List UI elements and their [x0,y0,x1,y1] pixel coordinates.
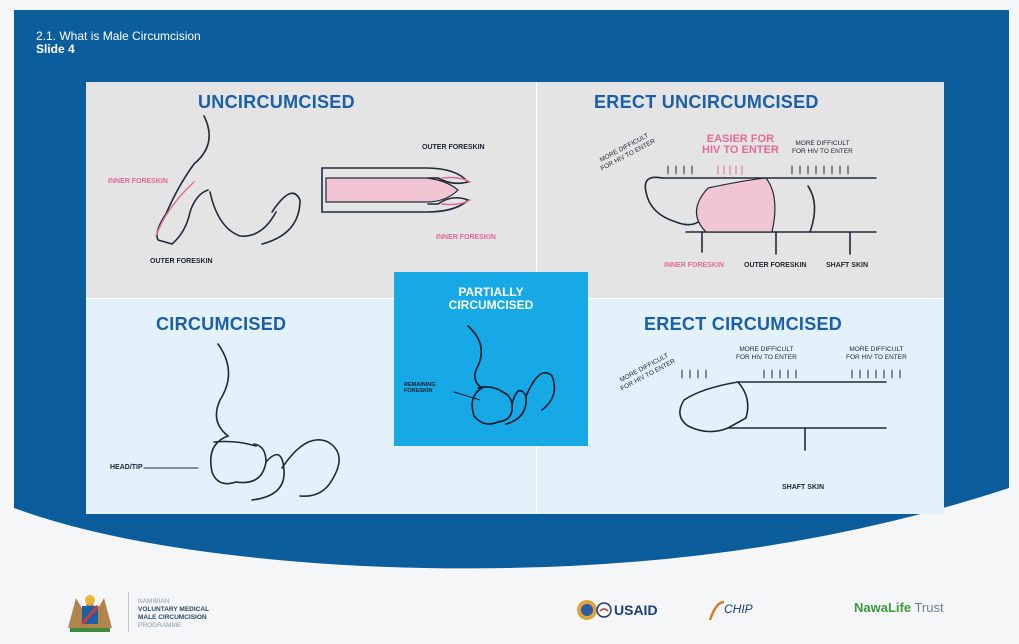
label-shaft-skin-br: SHAFT SKIN [782,484,824,491]
label-inner-foreskin-tr: INNER FORESKIN [664,262,724,269]
illustration-panel: UNCIRCUMCISED ERECT UNCIRCUMCISED CIRCUM… [86,82,944,514]
title-circumcised: CIRCUMCISED [156,314,286,335]
title-uncircumcised: UNCIRCUMCISED [198,92,355,113]
label-outer-foreskin-bottom: OUTER FORESKIN [150,258,213,265]
nawalife-trust-logo: NawaLife Trust [854,600,944,615]
label-outer-foreskin-tr: OUTER FORESKIN [744,262,807,269]
slide-number: Slide 4 [36,43,201,56]
chip-logo: CHIP [724,602,753,616]
usaid-seal-icon [596,602,612,618]
label-more-difficult-br3: MORE DIFFICULT FOR HIV TO ENTER [846,346,907,362]
namibia-crest-icon [62,588,118,636]
label-inner-foreskin-right: INNER FORESKIN [436,234,496,241]
label-outer-foreskin-right: OUTER FORESKIN [422,144,485,151]
title-erect-circumcised: ERECT CIRCUMCISED [644,314,842,335]
label-more-difficult-tr2: MORE DIFFICULT FOR HIV TO ENTER [792,140,853,156]
usaid-logo: USAID [614,602,658,618]
programme-name: NAMIBIAN VOLUNTARY MEDICAL MALE CIRCUMCI… [138,598,209,630]
label-remaining-foreskin: REMAINING FORESKIN [404,382,435,394]
partially-circumcised-box: PARTIALLY CIRCUMCISED REMAINING FORESKIN [394,272,588,446]
title-erect-uncircumcised: ERECT UNCIRCUMCISED [594,92,819,113]
label-shaft-skin-tr: SHAFT SKIN [826,262,868,269]
footer-divider [128,592,129,632]
label-inner-foreskin-left: INNER FORESKIN [108,178,168,185]
footer: NAMIBIAN VOLUNTARY MEDICAL MALE CIRCUMCI… [0,580,1019,644]
partially-circumcised-drawing [394,272,588,446]
slide-header: 2.1. What is Male Circumcision Slide 4 [36,30,201,56]
label-easier-for-hiv: EASIER FOR HIV TO ENTER [702,134,779,156]
label-more-difficult-br2: MORE DIFFICULT FOR HIV TO ENTER [736,346,797,362]
label-head-tip: HEAD/TIP [110,464,143,471]
